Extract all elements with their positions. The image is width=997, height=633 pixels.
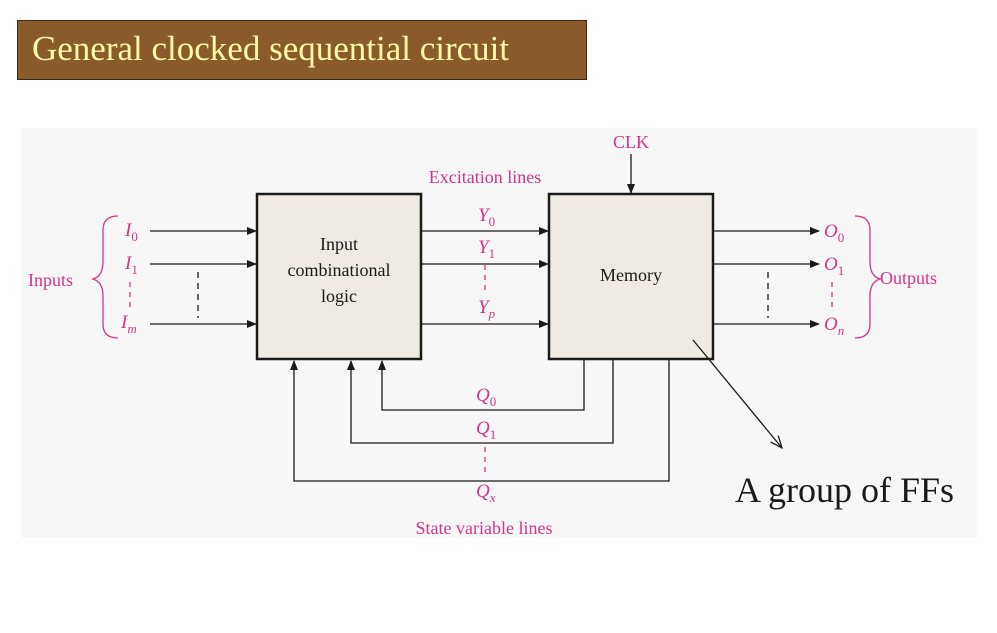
excitation-label-0: Y0 [478,205,495,229]
input-label-1: I1 [124,253,138,277]
memory-block [547,192,715,361]
annotation-text: A group of FFs [735,470,954,510]
state-label-1: Q1 [476,418,496,442]
logic-block [255,192,423,361]
state-label-x: Qx [476,481,496,505]
output-label-0: O0 [824,221,844,245]
inputs-brace [90,215,119,339]
excitation-label-1: Y1 [478,237,495,261]
output-label-n: On [824,314,844,338]
annotation-pointer [692,339,782,448]
slide-title: General clocked sequential circuit [32,29,510,68]
state-label-0: Q0 [476,385,496,409]
excitation-label-p: Yp [478,297,496,321]
logic-block-label-line2: combinational [288,260,391,280]
state-feedback-line-x [290,360,670,482]
outputs-brace [854,215,883,339]
slide-title-box: General clocked sequential circuit [17,20,587,80]
state-feedback-line-0 [378,360,585,411]
clock-label: CLK [613,132,649,152]
excitation-lines-label: Excitation lines [429,167,541,187]
state-variable-lines-label: State variable lines [416,518,553,538]
outputs-label: Outputs [880,268,937,288]
inputs-label: Inputs [28,270,73,290]
input-label-m: Im [120,312,137,336]
output-label-1: O1 [824,254,844,278]
memory-block-label: Memory [600,265,662,285]
diagram-panel [22,128,977,538]
logic-block-label-line1: Input [320,234,358,254]
state-feedback-line-1 [347,360,614,444]
logic-block-label-line3: logic [321,286,357,306]
input-label-0: I0 [124,220,138,244]
